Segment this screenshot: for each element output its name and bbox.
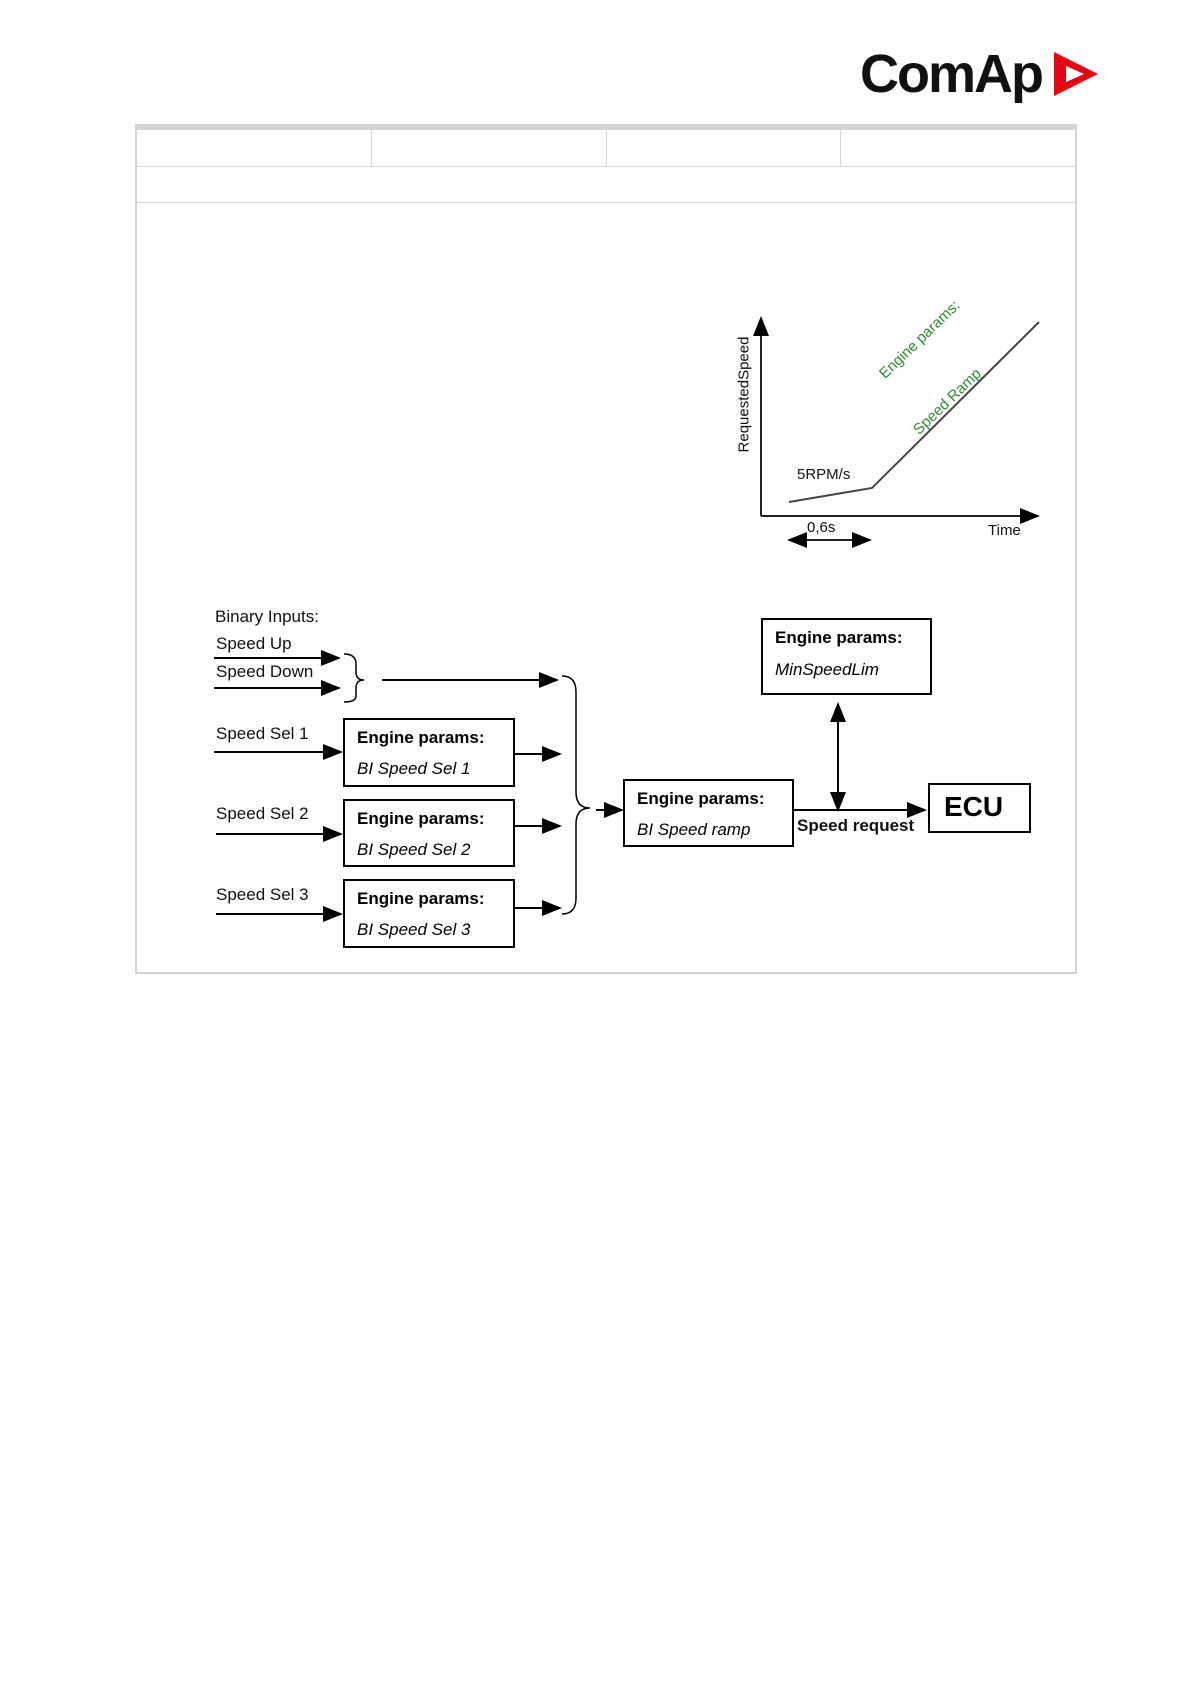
box-param: MinSpeedLim: [775, 660, 879, 680]
duration-label: 0,6s: [807, 519, 835, 536]
speed-sel-1-label: Speed Sel 1: [216, 724, 309, 744]
bi-speed-sel-3-box: Engine params: BI Speed Sel 3: [343, 879, 515, 948]
bi-speed-sel-2-box: Engine params: BI Speed Sel 2: [343, 799, 515, 867]
logo-wordmark: ComAp: [860, 42, 1042, 106]
box-title: Engine params:: [357, 728, 485, 748]
comap-logo: ComAp: [860, 42, 1105, 106]
box-param: BI Speed Sel 3: [357, 920, 470, 940]
table-subheader-row: [137, 166, 1075, 203]
box-title: Engine params:: [357, 809, 485, 829]
content-table: [135, 124, 1077, 974]
box-param: BI Speed ramp: [637, 820, 750, 840]
speed-sel-2-label: Speed Sel 2: [216, 804, 309, 824]
header-cell: [841, 130, 1075, 166]
box-title: Engine params:: [357, 889, 485, 909]
box-param: BI Speed Sel 1: [357, 759, 470, 779]
slope-label: 5RPM/s: [797, 466, 850, 483]
header-cell: [137, 130, 372, 166]
speed-sel-3-label: Speed Sel 3: [216, 885, 309, 905]
box-title: Engine params:: [775, 628, 903, 648]
table-header-row: [137, 130, 1075, 167]
header-cell: [607, 130, 842, 166]
graph-y-label: RequestedSpeed: [735, 337, 752, 453]
binary-inputs-heading: Binary Inputs:: [215, 607, 319, 627]
box-title: Engine params:: [637, 789, 765, 809]
graph-x-label: Time: [988, 522, 1021, 539]
speed-down-label: Speed Down: [216, 662, 313, 682]
ecu-box: ECU: [928, 783, 1031, 833]
bi-speed-ramp-box: Engine params: BI Speed ramp: [623, 779, 794, 847]
box-param: BI Speed Sel 2: [357, 840, 470, 860]
header-cell: [372, 130, 607, 166]
comap-arrow-icon: [1050, 48, 1102, 100]
speed-up-label: Speed Up: [216, 634, 292, 654]
ecu-label: ECU: [944, 791, 1003, 823]
speed-request-label: Speed request: [797, 816, 914, 836]
min-speed-lim-box: Engine params: MinSpeedLim: [761, 618, 932, 695]
bi-speed-sel-1-box: Engine params: BI Speed Sel 1: [343, 718, 515, 787]
